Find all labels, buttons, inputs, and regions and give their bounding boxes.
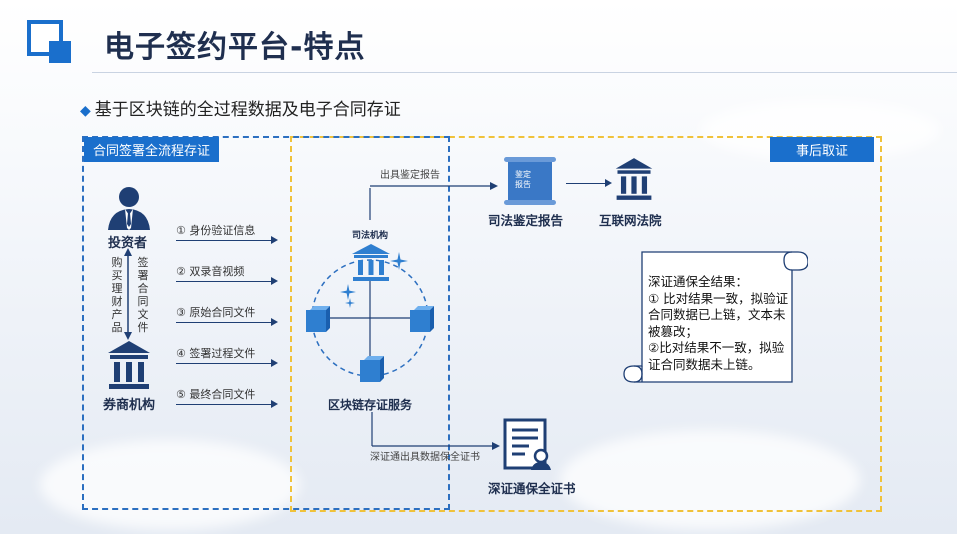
- court-icon: [352, 244, 390, 281]
- certificate-arrow: [371, 412, 500, 450]
- flow-arrow-3: [176, 318, 278, 326]
- result-line-2: ① 比对结果一致，拟验证合同数据已上链，文本未被篡改；: [648, 290, 789, 339]
- bank-icon: [615, 158, 653, 200]
- bank-icon: [108, 341, 150, 389]
- report-to-court-arrow: [566, 179, 612, 187]
- judicial-report-title: 司法鉴定报告: [488, 213, 564, 228]
- sparkle-icon: [340, 284, 356, 300]
- result-line-3: ②比对结果不一致，拟验证合同数据未上链。: [648, 340, 785, 372]
- result-scroll-card: [623, 251, 808, 383]
- flow-label-4: ④ 签署过程文件: [176, 347, 256, 360]
- result-card-text: 深证通保全结果： ① 比对结果一致，拟验证合同数据已上链，文本未被篡改； ②比对…: [648, 274, 796, 373]
- cloud-decoration: [560, 430, 860, 530]
- flow-arrow-5: [176, 400, 278, 408]
- flow-arrow-4: [176, 359, 278, 367]
- report-doc-text: 鉴定 报告: [515, 170, 531, 189]
- report-out-label: 出具鉴定报告: [380, 170, 440, 181]
- sparkle-icon: [345, 298, 355, 308]
- cert-out-label: 深证通出具数据保全证书: [370, 452, 480, 463]
- broker-label: 券商机构: [103, 398, 156, 413]
- internet-court-title: 互联网法院: [599, 213, 662, 228]
- report-arrow: [370, 182, 498, 190]
- result-line-1: 深证通保全结果：: [648, 274, 749, 289]
- person-icon: [108, 187, 150, 230]
- logo-inner-square: [49, 41, 71, 63]
- page-subtitle: ◆基于区块链的全过程数据及电子合同存证: [80, 95, 401, 120]
- judicial-small-label: 司法机构: [352, 231, 389, 241]
- flow-arrow-1: [176, 236, 278, 244]
- left-section-tag: 合同签署全流程存证: [84, 137, 220, 162]
- flow-label-1: ① 身份验证信息: [176, 224, 256, 237]
- cube-icon: [410, 306, 434, 332]
- subtitle-text: 基于区块链的全过程数据及电子合同存证: [94, 100, 401, 120]
- full-process-region: [82, 136, 450, 510]
- title-divider: [92, 72, 957, 73]
- flow-arrow-2: [176, 277, 278, 285]
- post-evidence-region: [290, 136, 882, 512]
- cube-icon: [360, 356, 384, 382]
- bidirectional-arrow-icon: [124, 248, 132, 340]
- right-section-tag: 事后取证: [770, 137, 875, 162]
- flow-label-3: ③ 原始合同文件: [176, 306, 256, 319]
- flow-label-2: ② 双录音视频: [176, 265, 245, 278]
- sign-contract-label: 签署合同文件: [137, 256, 149, 334]
- flow-label-5: ⑤ 最终合同文件: [176, 388, 256, 401]
- cert-title: 深证通保全证书: [488, 481, 576, 496]
- buy-product-label: 购买理财产品: [111, 256, 123, 334]
- scroll-icon: [504, 157, 556, 205]
- diamond-bullet-icon: ◆: [80, 103, 91, 119]
- blockchain-service-label: 区块链存证服务: [328, 398, 413, 412]
- investor-label: 投资者: [108, 236, 148, 251]
- certificate-icon: [503, 418, 551, 470]
- sparkle-icon: [390, 252, 408, 270]
- cube-icon: [306, 306, 330, 332]
- page-title: 电子签约平台-特点: [104, 30, 366, 65]
